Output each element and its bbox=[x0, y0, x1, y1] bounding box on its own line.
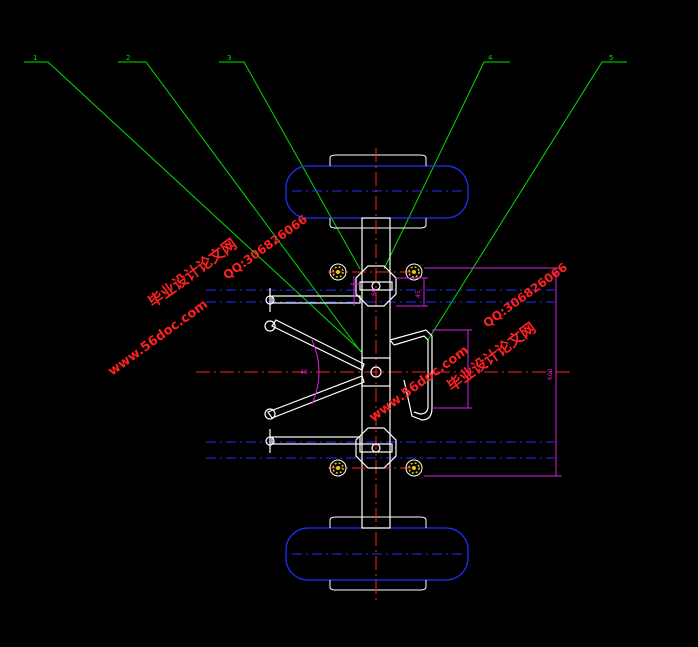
hook-part bbox=[389, 329, 433, 421]
callout-3-label: 3 bbox=[227, 54, 231, 62]
watermark-url-left: www.56doc.com bbox=[106, 297, 211, 379]
dim-angle: 40 bbox=[300, 369, 308, 376]
axle-rods bbox=[265, 288, 361, 453]
callout-5-label: 5 bbox=[609, 54, 613, 62]
dim-small-b: 45 bbox=[415, 290, 422, 298]
callout-labels: 1 2 3 4 5 bbox=[33, 54, 613, 62]
bearing-symbols bbox=[329, 263, 423, 477]
leader-3 bbox=[219, 61, 361, 270]
leader-2 bbox=[118, 61, 362, 353]
callout-4-label: 4 bbox=[488, 54, 493, 62]
leader-4 bbox=[383, 61, 510, 270]
watermarks: 毕业设计论文网 www.56doc.com QQ:306826066 QQ:30… bbox=[106, 212, 570, 425]
leader-lines bbox=[24, 61, 627, 353]
leader-1 bbox=[24, 61, 363, 353]
steering-linkage bbox=[264, 319, 391, 420]
top-hub bbox=[355, 265, 397, 307]
dimension-texts: 600 80 45 40 bbox=[300, 288, 554, 380]
bottom-hub bbox=[355, 427, 397, 469]
callout-1-label: 1 bbox=[33, 54, 37, 62]
center-lines bbox=[196, 148, 570, 600]
dim-small-a: 80 bbox=[371, 288, 378, 296]
leader-5 bbox=[427, 61, 627, 341]
dimension-lines bbox=[311, 267, 562, 477]
callout-2-label: 2 bbox=[126, 54, 130, 62]
watermark-qq-right: QQ:306826066 bbox=[481, 260, 570, 330]
dim-overall: 600 bbox=[547, 368, 554, 380]
